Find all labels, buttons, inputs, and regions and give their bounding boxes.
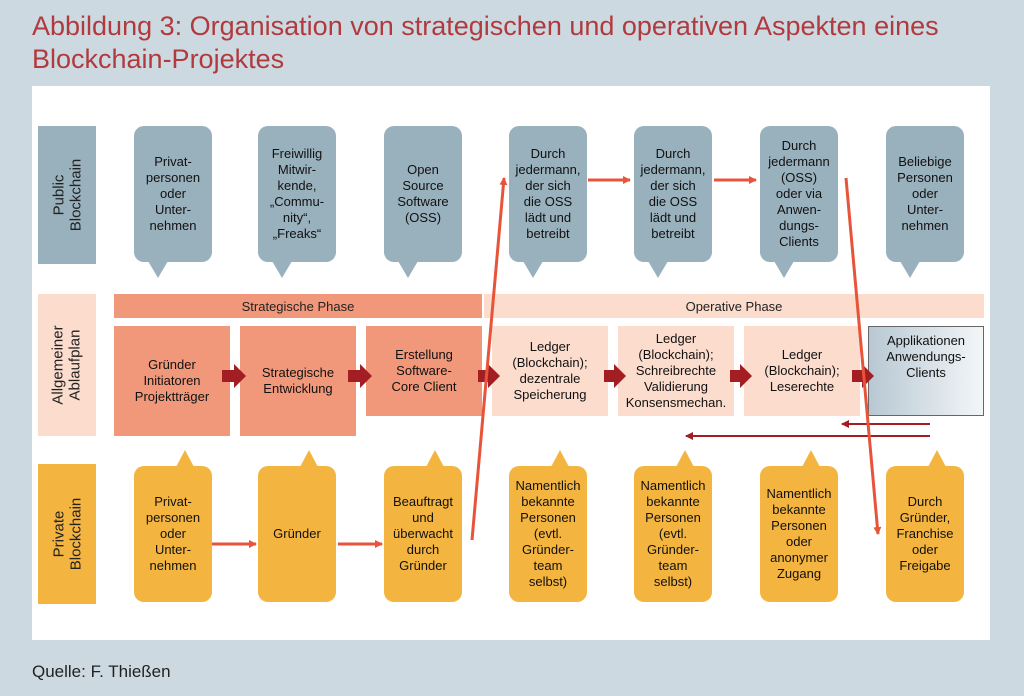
private-bubble-6: Namentlich bekannte Personen oder anonym… bbox=[760, 450, 838, 602]
source-note: Quelle: F. Thießen bbox=[32, 662, 171, 681]
diagonal-arrow-down bbox=[844, 177, 882, 535]
process-step-5: Ledger (Blockchain); Schreibrechte Valid… bbox=[618, 326, 734, 416]
process-step-7: Applikationen Anwendungs- Clients bbox=[868, 326, 984, 416]
row-label-private: Private Blockchain bbox=[38, 464, 96, 604]
private-bubble-1: Privat- personen oder Unter- nehmen bbox=[134, 450, 212, 602]
private-bubble-5: Namentlich bekannte Personen (evtl. Grün… bbox=[634, 450, 712, 602]
public-bubble-7: Beliebige Personen oder Unter- nehmen bbox=[886, 126, 964, 278]
step-arrow-5 bbox=[730, 364, 752, 388]
process-step-2: Strategische Entwicklung bbox=[240, 326, 356, 436]
step-arrow-4 bbox=[604, 364, 626, 388]
row-label-general: Allgemeiner Ablaufplan bbox=[38, 294, 96, 436]
row-label-public: Public Blockchain bbox=[38, 126, 96, 264]
strategic-phase-bar: Strategische Phase bbox=[114, 294, 482, 318]
public-bubble-6: Durch jedermann (OSS) oder via Anwen- du… bbox=[760, 126, 838, 278]
public-bubble-2: Freiwillig Mitwir- kende, „Commu- nity“,… bbox=[258, 126, 336, 278]
process-step-4: Ledger (Blockchain); dezentrale Speicher… bbox=[492, 326, 608, 416]
process-step-6: Ledger (Blockchain); Leserechte bbox=[744, 326, 860, 416]
step-arrow-3 bbox=[478, 364, 500, 388]
process-step-3: Erstellung Software- Core Client bbox=[366, 326, 482, 416]
figure-title: Abbildung 3: Organisation von strategisc… bbox=[32, 11, 939, 74]
diagonal-arrow-up bbox=[470, 177, 508, 541]
private-bubble-7: Durch Gründer, Franchise oder Freigabe bbox=[886, 450, 964, 602]
private-bubble-4: Namentlich bekannte Personen (evtl. Grün… bbox=[509, 450, 587, 602]
step-arrow-1 bbox=[222, 364, 246, 388]
public-bubble-4: Durch jedermann, der sich die OSS lädt u… bbox=[509, 126, 587, 278]
private-bubble-2: Gründer bbox=[258, 450, 336, 602]
process-step-1: Gründer Initiatoren Projektträger bbox=[114, 326, 230, 436]
operative-phase-bar: Operative Phase bbox=[484, 294, 984, 318]
private-bubble-3: Beauftragt und überwacht durch Gründer bbox=[384, 450, 462, 602]
public-bubble-3: Open Source Software (OSS) bbox=[384, 126, 462, 278]
public-bubble-1: Privat- personen oder Unter- nehmen bbox=[134, 126, 212, 278]
public-bubble-5: Durch jedermann, der sich die OSS lädt u… bbox=[634, 126, 712, 278]
step-arrow-2 bbox=[348, 364, 372, 388]
